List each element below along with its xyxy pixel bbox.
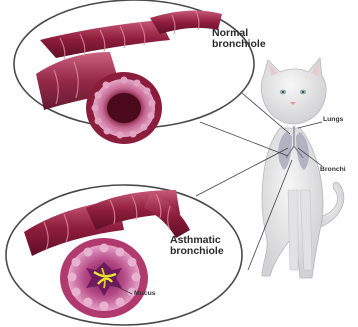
normal-label-line2: bronchiole — [212, 39, 258, 50]
asthmatic-bronchiole-label: Asthmatic bronchiole — [170, 235, 224, 257]
normal-bronchiole-callout — [14, 0, 254, 144]
lungs-label: Lungs — [323, 116, 343, 123]
asthmatic-label-line2: bronchiole — [170, 246, 224, 257]
mucus-label: Mucus — [134, 290, 156, 297]
bronchi-label: Bronchi — [320, 166, 346, 173]
normal-bronchiole-label: Normal bronchiole — [212, 28, 258, 50]
